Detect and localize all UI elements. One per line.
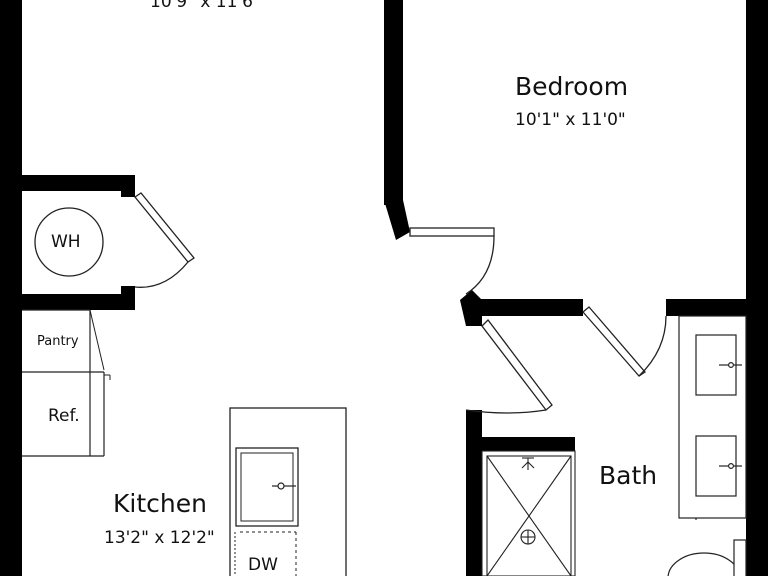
kitchen-sink-inner xyxy=(240,452,294,522)
water-heater-label: WH xyxy=(51,232,81,252)
hall-door xyxy=(465,319,553,414)
top-room-dimensions: 10'9" x 11'6" xyxy=(150,0,261,12)
water-heater-circle xyxy=(34,207,104,277)
closet-wall-bottom xyxy=(22,294,135,310)
kitchen-dimensions: 13'2" x 12'2" xyxy=(104,528,215,548)
bedroom-dimensions: 10'1" x 11'0" xyxy=(515,110,626,130)
closet-wall-top xyxy=(22,175,135,191)
bedroom-wall-corner xyxy=(384,200,410,240)
outer-wall-right xyxy=(746,0,768,576)
closet-post-top xyxy=(121,175,135,197)
fridge-bracket xyxy=(104,374,111,380)
toilet-bowl xyxy=(667,552,741,576)
bath-wall-top-right xyxy=(666,299,746,316)
shower-outer xyxy=(481,450,576,576)
refrigerator-label: Ref. xyxy=(48,406,80,426)
bath-vanity xyxy=(678,315,747,519)
bedroom-name: Bedroom xyxy=(515,72,629,101)
shower xyxy=(481,450,576,576)
closet-door xyxy=(134,192,195,288)
shower-wall-top xyxy=(482,437,575,451)
pantry-shelf xyxy=(89,309,105,371)
outer-wall-left xyxy=(0,0,22,576)
shower-inner xyxy=(486,455,572,576)
bath-wall-corner xyxy=(460,290,482,326)
bath-door xyxy=(582,306,667,377)
toilet-tank xyxy=(733,539,747,576)
bath-name: Bath xyxy=(599,461,658,490)
bath-wall-top xyxy=(466,299,583,316)
dishwasher-label: DW xyxy=(248,555,278,575)
closet-post-bottom xyxy=(121,286,135,310)
pantry-label: Pantry xyxy=(37,334,79,349)
bedroom-door xyxy=(409,227,495,295)
kitchen-island xyxy=(229,407,347,576)
bath-wall-left xyxy=(466,410,482,576)
shower-head-icon xyxy=(521,457,535,470)
kitchen-faucet xyxy=(272,482,296,490)
kitchen-name: Kitchen xyxy=(113,489,207,518)
bedroom-wall-vertical xyxy=(384,0,403,205)
toilet xyxy=(667,539,747,576)
doors xyxy=(134,192,667,414)
dishwasher-outline xyxy=(234,531,297,576)
